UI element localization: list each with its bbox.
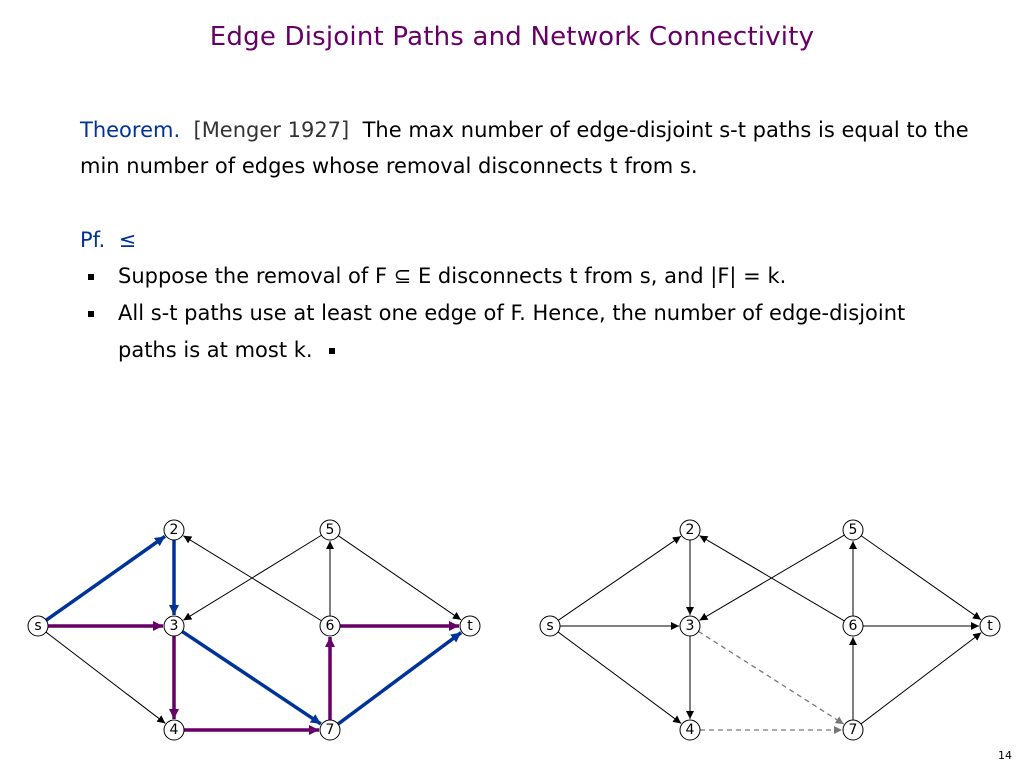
left-flow-graph: s 2 3 4 5 6 7 t: [27, 519, 481, 741]
node-4: 4: [679, 719, 701, 741]
node-s: s: [27, 615, 49, 637]
proof-heading: Pf. ≤: [80, 222, 136, 258]
node-5: 5: [319, 519, 341, 541]
node-label: 5: [326, 522, 335, 538]
node-circle: [163, 719, 185, 741]
node-7: 7: [842, 719, 864, 741]
theorem-statement: Theorem. [Menger 1927] The max number of…: [80, 112, 980, 184]
node-label: 4: [170, 722, 179, 738]
edge-3-7: [181, 630, 322, 726]
node-2: 2: [163, 519, 185, 541]
edge-s-2: [557, 535, 682, 621]
node-s: s: [539, 615, 561, 637]
proof-bullet-text: All s-t paths use at least one edge of F…: [118, 301, 906, 362]
node-6: 6: [319, 615, 341, 637]
node-label: 3: [170, 618, 179, 634]
node-7: 7: [319, 719, 341, 741]
proof-bullet-text: Suppose the removal of F ⊆ E disconnects…: [118, 264, 787, 288]
node-circle: [27, 615, 49, 637]
node-label: t: [467, 618, 473, 634]
node-label: 5: [849, 522, 858, 538]
node-label: 7: [326, 722, 335, 738]
bullet-square-icon: [88, 311, 94, 317]
node-circle: [539, 615, 561, 637]
node-label: 2: [686, 522, 695, 538]
node-t: t: [979, 615, 1001, 637]
node-label: s: [546, 618, 553, 634]
edge-3-7: [698, 630, 845, 725]
right-cut-graph: s 2 3 4 5 6 7 t: [539, 519, 1001, 741]
node-6: 6: [842, 615, 864, 637]
node-t: t: [459, 615, 481, 637]
left-edges: [45, 534, 463, 735]
node-circle: [319, 519, 341, 541]
right-edges: [557, 534, 982, 734]
edge-6-2: [699, 535, 845, 622]
node-label: 3: [686, 618, 695, 634]
node-2: 2: [679, 519, 701, 541]
node-5: 5: [842, 519, 864, 541]
node-circle: [679, 719, 701, 741]
edge-5-t: [860, 535, 982, 621]
edge-s-4: [45, 631, 166, 724]
theorem-text: The max number of edge-disjoint s-t path…: [80, 118, 969, 178]
node-label: 2: [170, 522, 179, 538]
bullet-square-icon: [88, 274, 94, 280]
node-circle: [842, 519, 864, 541]
edge-s-2: [45, 534, 167, 622]
node-circle: [163, 519, 185, 541]
node-label: s: [34, 618, 41, 634]
node-3: 3: [679, 615, 701, 637]
edge-5-t: [337, 535, 462, 621]
node-label: 7: [849, 722, 858, 738]
slide-title: Edge Disjoint Paths and Network Connecti…: [209, 22, 815, 52]
node-3: 3: [163, 615, 185, 637]
node-label: 6: [326, 618, 335, 634]
edge-6-2: [183, 535, 322, 622]
node-circle: [679, 615, 701, 637]
node-label: t: [987, 618, 993, 634]
proof-symbol: ≤: [118, 228, 137, 252]
page-number: 14: [998, 749, 1012, 762]
node-label: 4: [686, 722, 695, 738]
proof-bullet-1: Suppose the removal of F ⊆ E disconnects…: [88, 258, 968, 295]
edge-s-4: [557, 631, 682, 724]
node-circle: [459, 615, 481, 637]
proof-bullets: Suppose the removal of F ⊆ E disconnects…: [88, 258, 968, 369]
node-circle: [319, 719, 341, 741]
edge-7-t: [860, 632, 982, 725]
theorem-citation: [Menger 1927]: [193, 118, 350, 142]
node-circle: [979, 615, 1001, 637]
theorem-label: Theorem.: [80, 118, 181, 142]
edge-7-t: [336, 631, 463, 726]
node-circle: [842, 615, 864, 637]
node-4: 4: [163, 719, 185, 741]
proof-label: Pf.: [80, 228, 106, 252]
qed-square-icon: [329, 348, 336, 354]
node-circle: [842, 719, 864, 741]
proof-bullet-2: All s-t paths use at least one edge of F…: [88, 295, 968, 369]
node-circle: [679, 519, 701, 541]
node-circle: [163, 615, 185, 637]
node-circle: [319, 615, 341, 637]
node-label: 6: [849, 618, 858, 634]
